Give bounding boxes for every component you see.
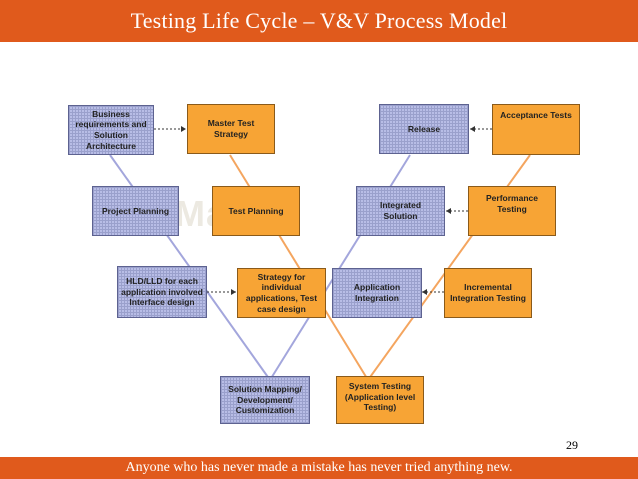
hld-lld-box: HLD/LLD for each application involved In…: [117, 266, 207, 318]
release-label: Release: [407, 123, 441, 134]
arrowhead-hld-strategy: [231, 289, 236, 295]
performance-testing-box: Performance Testing: [468, 186, 556, 236]
test-planning-label: Test Planning: [228, 205, 284, 216]
strategy-individual-apps-label: Strategy for individual applications, Te…: [245, 271, 318, 314]
master-test-strategy-label: Master Test Strategy: [207, 118, 255, 139]
project-planning-box: Project Planning: [92, 186, 179, 236]
incremental-integration-testing-label: Incremental Integration Testing: [450, 282, 526, 303]
solution-mapping-box: Solution Mapping/ Development/ Customiza…: [220, 376, 310, 424]
strategy-individual-apps-box: Strategy for individual applications, Te…: [237, 268, 326, 318]
system-testing-label: System Testing (Application level Testin…: [344, 381, 416, 413]
footer-quote: Anyone who has never made a mistake has …: [125, 460, 513, 475]
acceptance-tests-label: Acceptance Tests: [500, 110, 572, 120]
hld-lld-label: HLD/LLD for each application involved In…: [121, 276, 203, 308]
arrowhead-business-master: [181, 126, 186, 132]
business-requirements-box: Business requirements and Solution Archi…: [68, 105, 154, 155]
master-test-strategy-box: Master Test Strategy: [187, 104, 275, 154]
arrowhead-application-incremental: [422, 289, 427, 295]
solution-mapping-label: Solution Mapping/ Development/ Customiza…: [228, 384, 302, 416]
incremental-integration-testing-box: Incremental Integration Testing: [444, 268, 532, 318]
system-testing-box: System Testing (Application level Testin…: [336, 376, 424, 424]
business-requirements-label: Business requirements and Solution Archi…: [75, 108, 147, 151]
acceptance-tests-box: Acceptance Tests: [492, 104, 580, 155]
project-planning-label: Project Planning: [101, 205, 170, 216]
release-box: Release: [379, 104, 469, 154]
integrated-solution-box: Integrated Solution: [356, 186, 445, 236]
application-integration-label: Application Integration: [353, 282, 401, 303]
integrated-solution-label: Integrated Solution: [379, 200, 422, 221]
test-planning-box: Test Planning: [212, 186, 300, 236]
arrowhead-release-acceptance: [470, 126, 475, 132]
application-integration-box: Application Integration: [332, 268, 422, 318]
arrowhead-integrated-performance: [446, 208, 451, 214]
performance-testing-label: Performance Testing: [486, 193, 538, 214]
page-number: 29: [566, 438, 578, 452]
slide-title: Testing Life Cycle – V&V Process Model: [130, 8, 508, 33]
footer-bar: Anyone who has never made a mistake has …: [0, 457, 638, 479]
title-bar: Testing Life Cycle – V&V Process Model: [0, 0, 638, 42]
